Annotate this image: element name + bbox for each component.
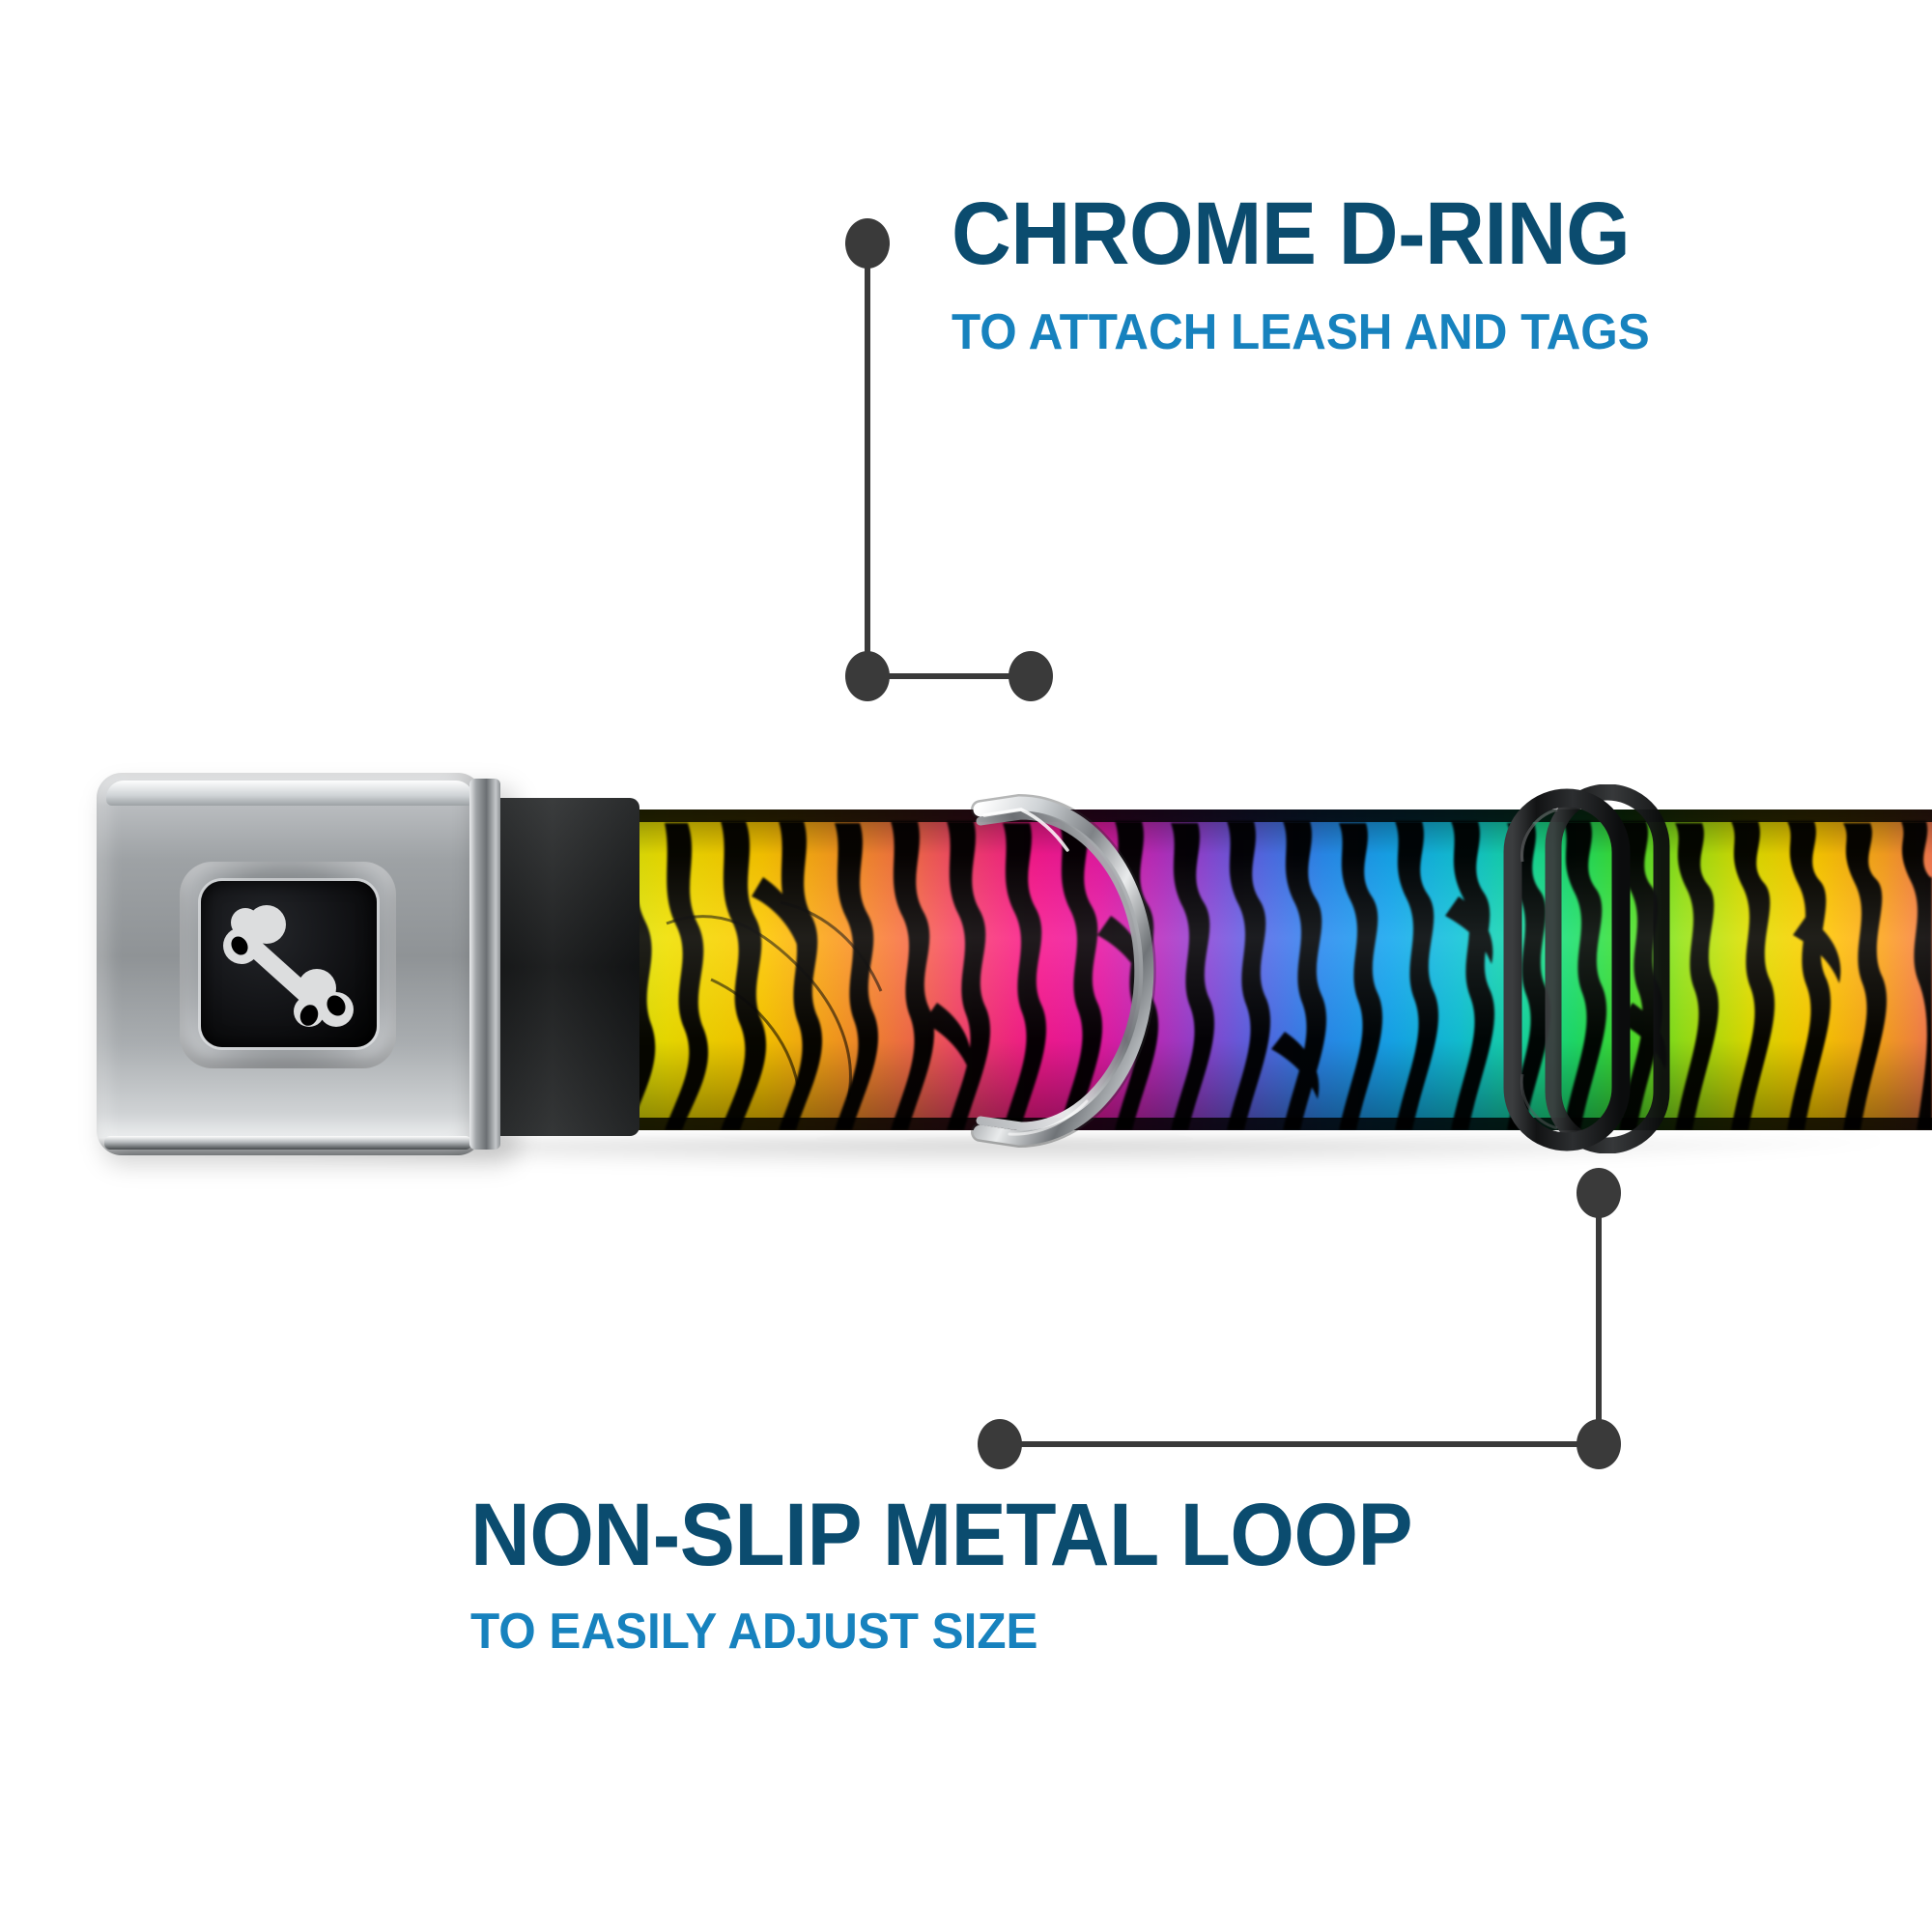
callout-title-non-slip-metal-loop: NON-SLIP METAL LOOP <box>470 1486 1413 1584</box>
chrome-d-ring <box>971 793 1156 1149</box>
collar-strap <box>522 810 1932 1130</box>
callout-title-chrome-d-ring: CHROME D-RING <box>952 185 1631 283</box>
dog-bone-icon <box>223 905 354 1027</box>
strap-black-connector <box>495 798 639 1136</box>
buckle-black-window <box>201 881 377 1047</box>
seatbelt-buckle <box>97 773 639 1165</box>
callout-subtitle-non-slip-metal-loop: TO EASILY ADJUST SIZE <box>470 1604 1038 1660</box>
strap-rainbow-gradient <box>522 810 1932 1130</box>
zebra-stripe-pattern <box>522 821 1932 1130</box>
strap-edge-bottom <box>522 1118 1932 1130</box>
strap-edge-top <box>522 810 1932 822</box>
callout-subtitle-chrome-d-ring: TO ATTACH LEASH AND TAGS <box>952 304 1650 360</box>
buckle-strap-clamp <box>469 779 500 1150</box>
buckle-chrome-body <box>97 773 483 1155</box>
non-slip-metal-loop <box>1503 784 1670 1153</box>
